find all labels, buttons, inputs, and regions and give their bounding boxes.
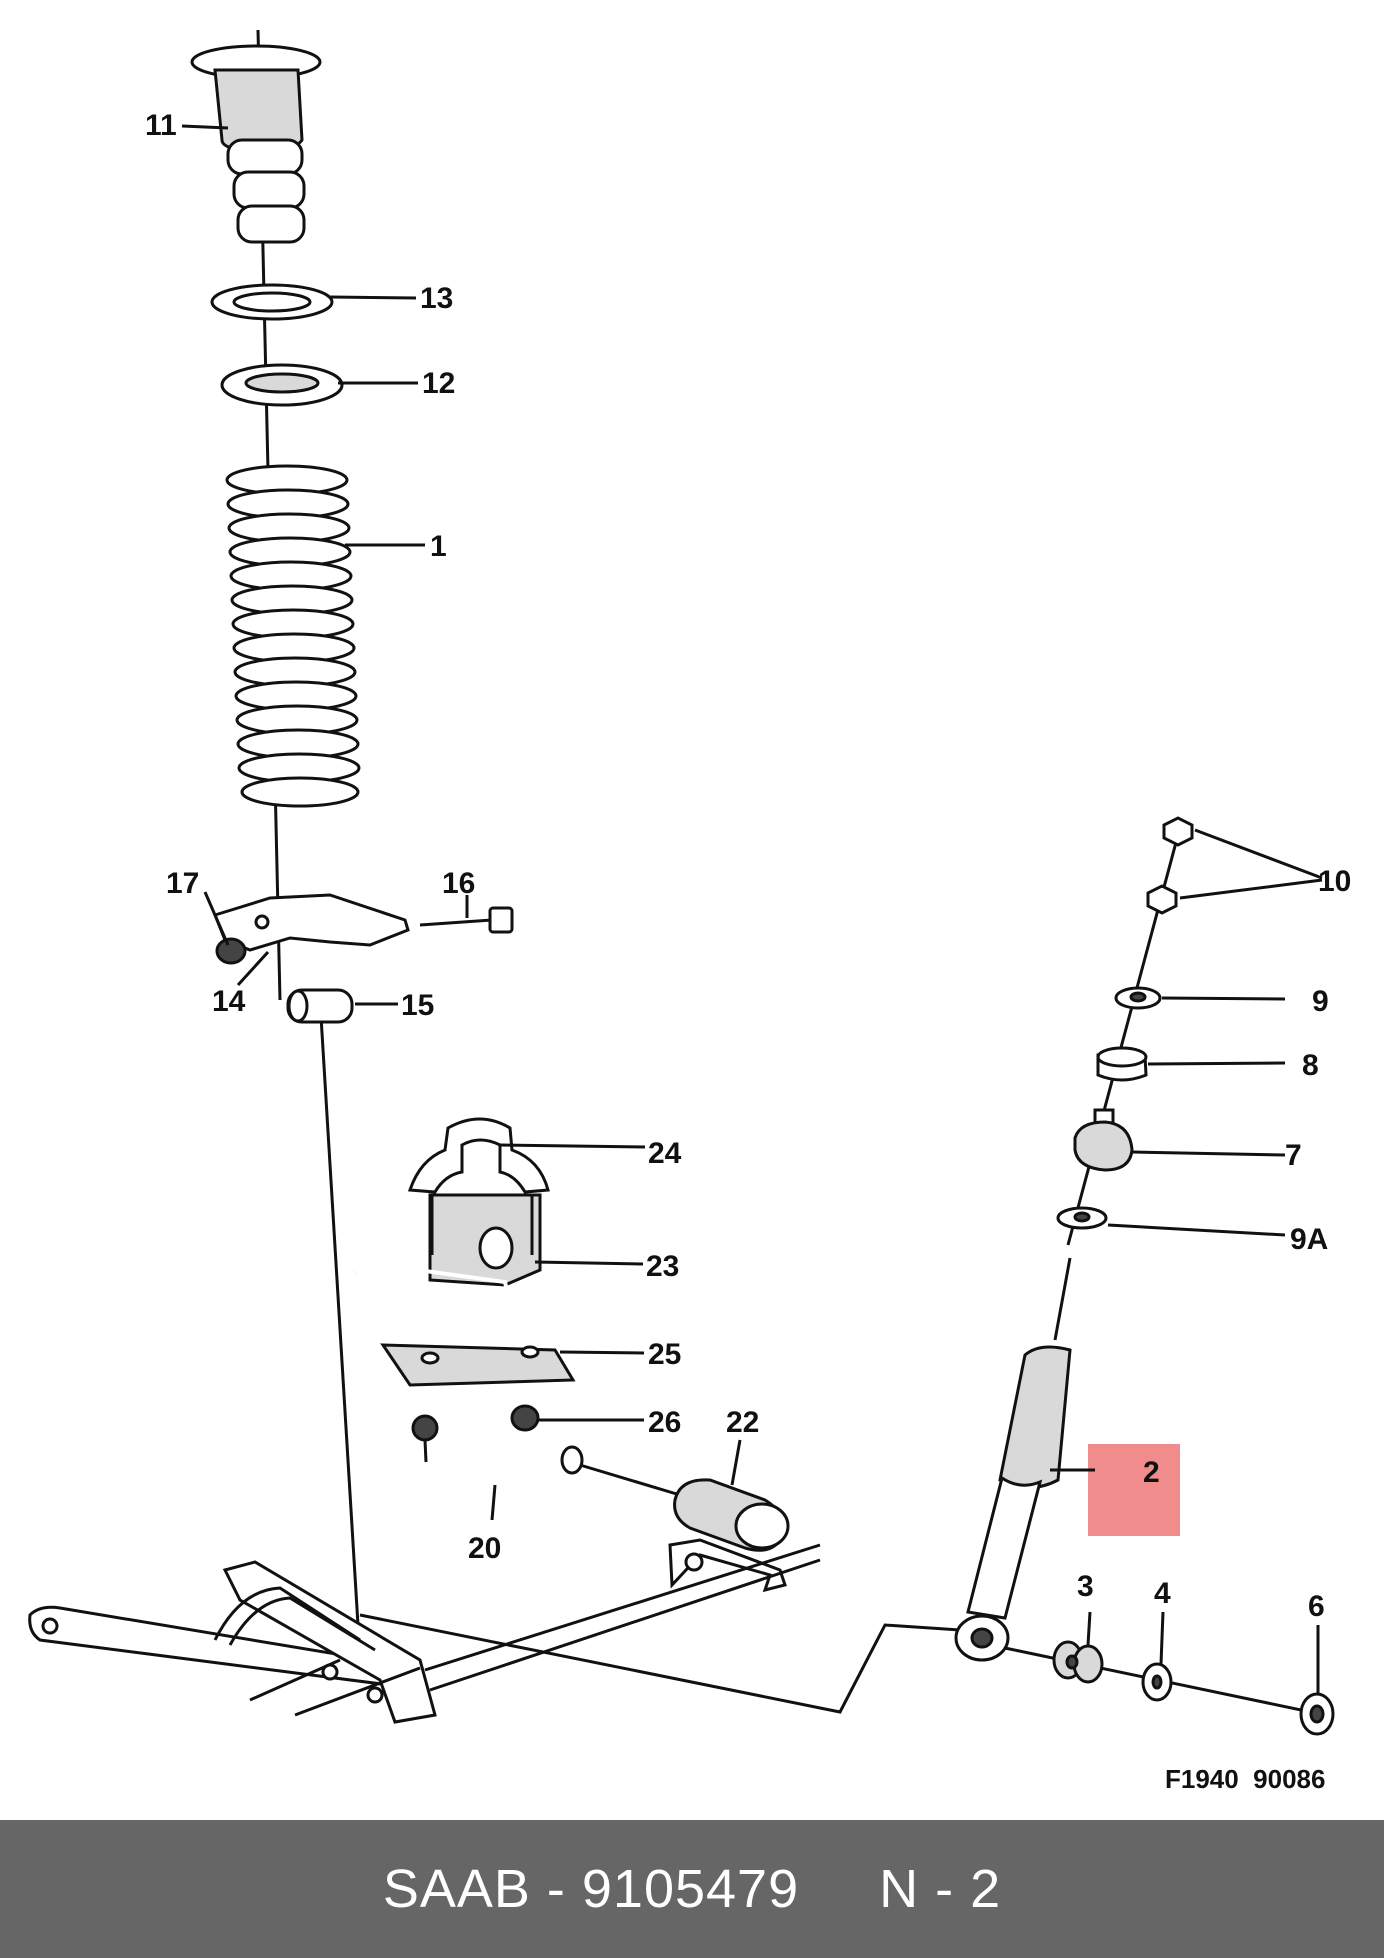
highlight-box xyxy=(1088,1444,1180,1536)
callout-4: 4 xyxy=(1154,1577,1171,1610)
bracket-part-14 xyxy=(213,893,410,952)
callout-8: 8 xyxy=(1302,1049,1319,1082)
callout-26: 26 xyxy=(648,1406,681,1439)
figure-code: F1940 90086 xyxy=(1165,1764,1325,1794)
caption-bar: SAAB - 9105479 N - 2 xyxy=(0,1820,1384,1958)
nut-part-26 xyxy=(411,1404,540,1463)
stabilizer-bar-part-20 xyxy=(353,1259,584,1476)
u-bracket-part-24 xyxy=(407,1117,550,1194)
nut-part-17 xyxy=(215,937,247,965)
nut-part-10-lower xyxy=(1146,884,1178,915)
rubber-bush-part-7 xyxy=(1073,1108,1134,1172)
callout-3: 3 xyxy=(1077,1570,1094,1603)
callout-11: 11 xyxy=(145,109,177,142)
parts-diagram: 11 13 12 1 17 16 14 15 24 23 25 26 22 20… xyxy=(28,29,1351,1794)
part-number-caption: SAAB - 9105479 N - 2 xyxy=(382,1859,1002,1919)
bushing-part-15 xyxy=(286,988,354,1024)
bolt-part-16 xyxy=(419,906,514,934)
callout-14: 14 xyxy=(212,985,246,1018)
shock-absorber-part-2 xyxy=(954,1257,1072,1662)
leader-lines xyxy=(181,124,1323,1694)
callout-13: 13 xyxy=(420,282,453,315)
callout-22: 22 xyxy=(726,1406,759,1439)
bump-stop-part-11 xyxy=(190,44,322,244)
callout-9a: 9A xyxy=(1290,1223,1328,1256)
washer-part-4 xyxy=(1141,1662,1173,1702)
seat-ring-part-13 xyxy=(210,283,334,321)
lower-arm-frame xyxy=(28,1543,961,1724)
spring-seat-part-12 xyxy=(220,363,344,407)
callout-20: 20 xyxy=(468,1532,501,1565)
bushing-part-3 xyxy=(1052,1640,1104,1684)
callout-10: 10 xyxy=(1318,865,1351,898)
callout-6: 6 xyxy=(1308,1590,1325,1623)
callout-15: 15 xyxy=(401,989,434,1022)
callout-16: 16 xyxy=(442,867,475,900)
rubber-bush-part-8 xyxy=(1096,1046,1148,1082)
callout-25: 25 xyxy=(648,1338,681,1371)
nut-part-6 xyxy=(1299,1692,1335,1736)
nut-part-10-upper xyxy=(1162,816,1194,847)
callout-12: 12 xyxy=(422,367,455,400)
bushing-block-part-23 xyxy=(428,1193,542,1287)
callout-23: 23 xyxy=(646,1250,679,1283)
coil-spring-part-1 xyxy=(225,464,361,808)
callout-7: 7 xyxy=(1285,1139,1302,1172)
washer-part-9a xyxy=(1056,1206,1108,1230)
rubber-bushing-part-22 xyxy=(668,1478,790,1593)
washer-part-9 xyxy=(1114,986,1162,1010)
plate-part-25 xyxy=(380,1343,576,1387)
callout-2: 2 xyxy=(1143,1456,1160,1489)
callout-17: 17 xyxy=(166,867,199,900)
callout-24: 24 xyxy=(648,1137,682,1170)
callout-9: 9 xyxy=(1312,985,1329,1018)
callout-1: 1 xyxy=(430,530,447,563)
